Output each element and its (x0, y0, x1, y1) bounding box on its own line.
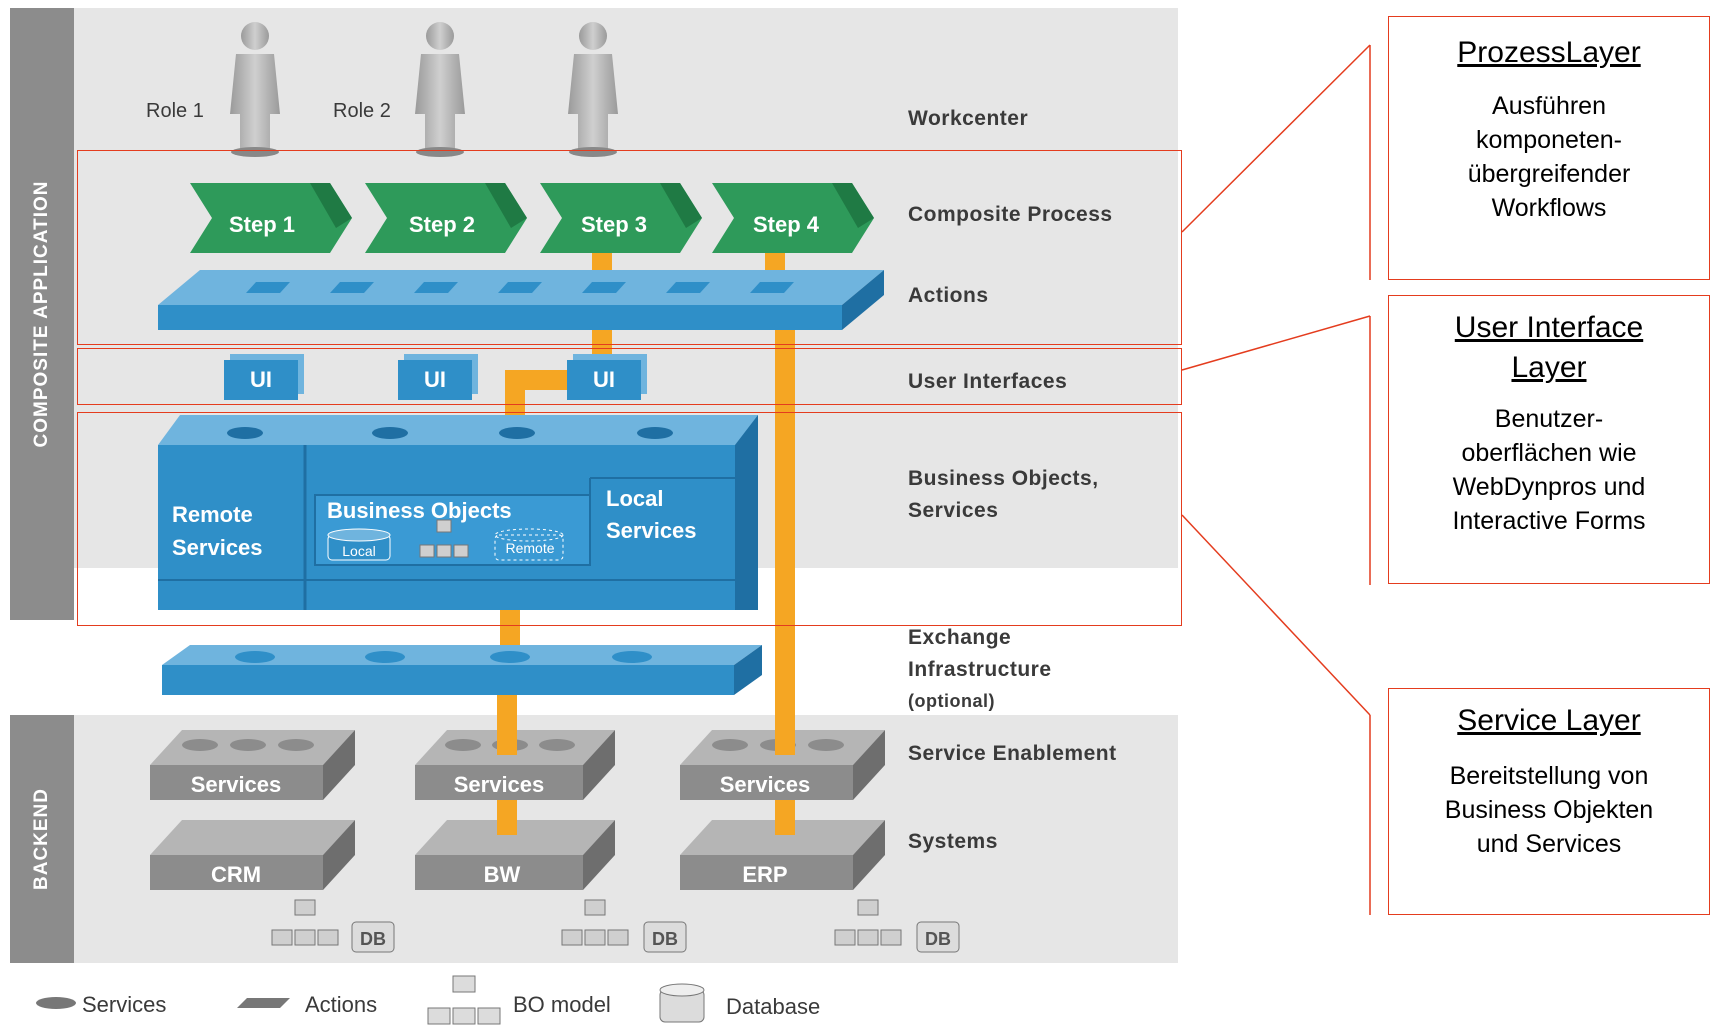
role-label: Role 1 (146, 100, 204, 122)
callout-lines (1181, 44, 1371, 915)
exchange-label: Exchange (908, 626, 1012, 649)
systems-label: Systems (908, 830, 998, 853)
db-label: DB (652, 929, 678, 949)
services-label: Services (454, 772, 545, 797)
bo-services-label: Services (908, 499, 999, 522)
role-label: Role 2 (333, 100, 391, 122)
actions-label: Actions (908, 284, 989, 307)
services-legend-icon (36, 997, 76, 1009)
step-label: Step 3 (581, 212, 647, 237)
prozess-layer-title: ProzessLayer (1457, 36, 1641, 69)
bo-services-label: Business Objects, (908, 467, 1099, 490)
legend-bo-model: BO model (513, 992, 611, 1017)
step-label: Step 1 (229, 212, 295, 237)
system-label: BW (484, 862, 521, 887)
services-label: Services (191, 772, 282, 797)
exchange-bar (162, 645, 762, 695)
backend-blocks (150, 730, 885, 890)
database-icon (494, 528, 564, 561)
prozess-layer-text: übergreifender (1467, 160, 1631, 188)
backend-label: BACKEND (10, 715, 74, 963)
actions-bar (158, 270, 884, 330)
local-db-label: Local (342, 543, 375, 559)
ui-layer-text: Interactive Forms (1452, 507, 1646, 535)
step-chevron (190, 183, 352, 253)
step-chevron (365, 183, 527, 253)
bo-model-icon (271, 899, 902, 946)
bo-model-legend-icon (427, 975, 501, 1025)
system-label: CRM (211, 862, 261, 887)
prozess-layer-text: komponeten- (1476, 126, 1622, 154)
bo-model-icon (419, 519, 469, 558)
business-objects-block (158, 415, 758, 610)
prozess-layer-text: Workflows (1491, 194, 1607, 222)
step-chevron (712, 183, 874, 253)
ui-layer-frame (77, 348, 1182, 405)
remote-services-label: Remote (172, 502, 253, 527)
local-services-label: Local (606, 486, 663, 511)
ui-layer-title: Layer (1511, 351, 1587, 384)
remote-services-label: Services (172, 535, 263, 560)
person-icon (415, 22, 465, 157)
prozess-layer-box: ProzessLayer Ausführen komponeten- überg… (1388, 16, 1710, 280)
service-layer-frame (77, 412, 1182, 626)
database-icon (351, 921, 960, 953)
db-label: DB (925, 929, 951, 949)
services-label: Services (720, 772, 811, 797)
ui-layer-box: User Interface Layer Benutzer- oberfläch… (1388, 295, 1710, 584)
service-layer-box: Service Layer Bereitstellung von Busines… (1388, 688, 1710, 915)
composite-application-label: COMPOSITE APPLICATION (10, 8, 74, 620)
ui-box: UI (567, 360, 641, 400)
service-layer-text: und Services (1476, 830, 1622, 858)
service-layer-text: Bereitstellung von (1449, 762, 1649, 790)
ui-layer-text: Benutzer- (1494, 405, 1604, 433)
ui-layer-text: oberflächen wie (1461, 439, 1637, 467)
legend-actions: Actions (305, 992, 378, 1017)
service-layer-title: Service Layer (1457, 704, 1641, 737)
ui-box: UI (224, 360, 298, 400)
actions-legend-icon (237, 998, 290, 1008)
workcenter-label: Workcenter (908, 107, 1029, 130)
prozess-layer-text: Ausführen (1492, 92, 1606, 120)
exchange-optional-label: (optional) (908, 691, 995, 711)
local-services-label: Services (606, 518, 697, 543)
step-label: Step 4 (753, 212, 820, 237)
legend-database: Database (726, 994, 821, 1019)
user-interfaces-label: User Interfaces (908, 370, 1068, 393)
ui-layer-title: User Interface (1454, 311, 1644, 344)
ui-box: UI (398, 360, 472, 400)
service-enablement-label: Service Enablement (908, 742, 1117, 765)
db-label: DB (360, 929, 386, 949)
remote-db-label: Remote (505, 540, 554, 556)
system-label: ERP (742, 862, 787, 887)
process-layer-frame (77, 150, 1182, 345)
database-legend-icon (659, 983, 705, 1023)
person-icon (230, 22, 280, 157)
person-icon (568, 22, 618, 157)
business-objects-label: Business Objects (327, 498, 512, 523)
database-icon (327, 528, 391, 561)
step-chevron (540, 183, 702, 253)
step-label: Step 2 (409, 212, 475, 237)
exchange-label: Infrastructure (908, 658, 1052, 681)
legend-services: Services (82, 992, 167, 1017)
service-layer-text: Business Objekten (1444, 796, 1654, 824)
composite-process-label: Composite Process (908, 203, 1113, 226)
ui-layer-text: WebDynpros und (1452, 473, 1646, 501)
